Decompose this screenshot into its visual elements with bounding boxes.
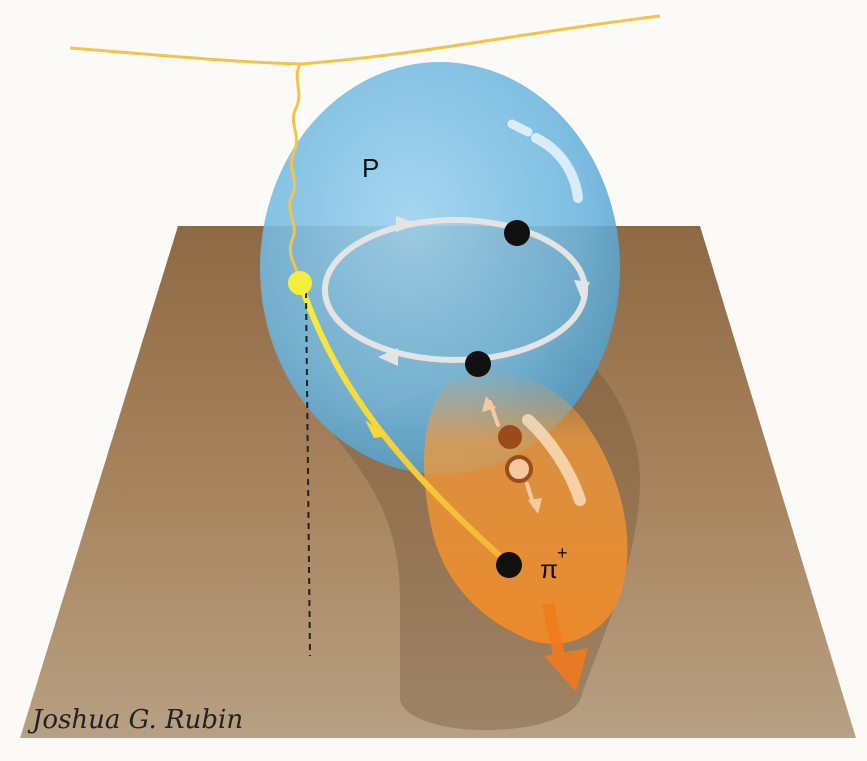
quark-bottom: [465, 351, 491, 377]
quark-top: [504, 220, 530, 246]
struck-quark: [288, 271, 312, 295]
proton-label: P: [362, 153, 379, 183]
pion-quark: [496, 552, 522, 578]
brown-quark: [498, 425, 522, 449]
artist-signature: Joshua G. Rubin: [27, 705, 243, 735]
photon-incoming-line: [70, 16, 660, 64]
pion-charge-label: +: [557, 543, 568, 563]
pion-label: π: [540, 554, 558, 584]
antiquark: [507, 457, 531, 481]
